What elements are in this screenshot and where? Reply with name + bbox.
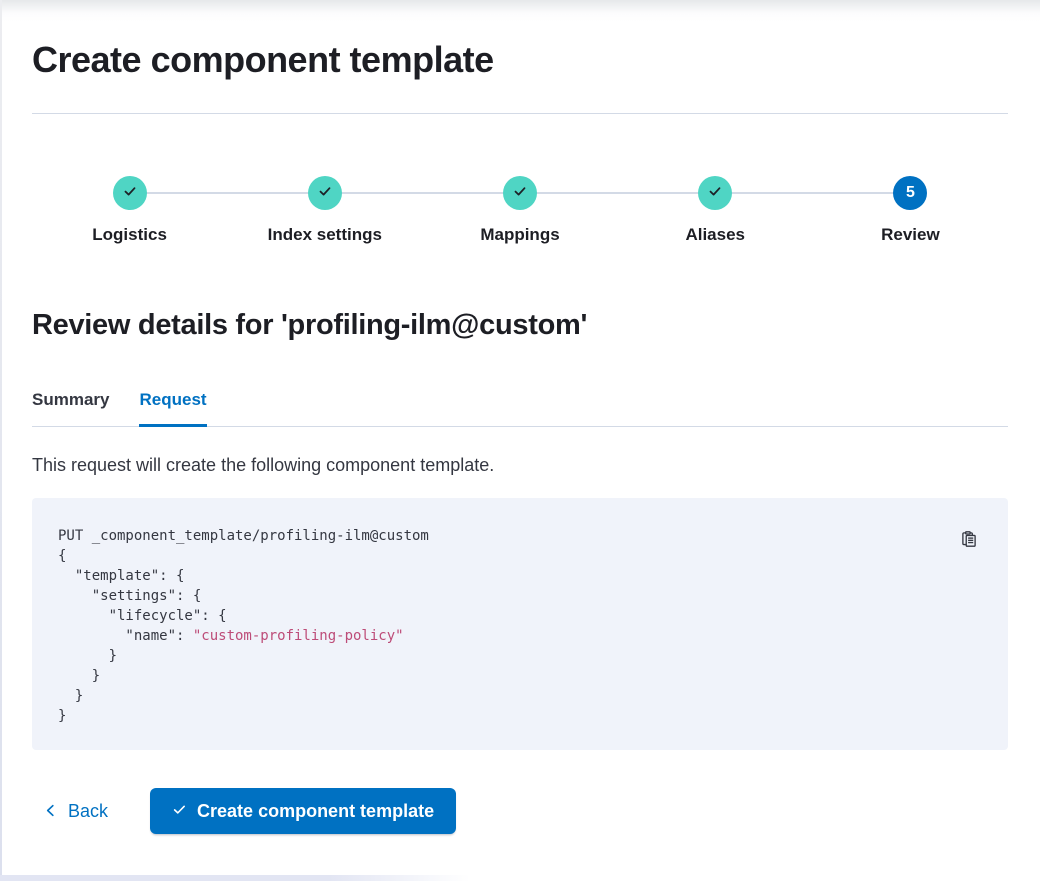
step-aliases[interactable]: Aliases (618, 176, 813, 247)
step-complete-badge (112, 176, 147, 210)
code-line: "settings": { (58, 588, 202, 604)
code-line: PUT _component_template/profiling-ilm@cu… (58, 528, 429, 544)
step-complete-badge (698, 176, 733, 210)
step-label: Index settings (267, 225, 382, 244)
create-component-template-page: Create component template Logistics Inde… (32, 39, 1008, 834)
tab-request[interactable]: Request (139, 389, 207, 427)
step-complete-badge (307, 176, 342, 210)
step-progress-bar: Logistics Index settings Mappings (32, 176, 1008, 247)
code-line: "template": { (58, 568, 185, 584)
step-number: 5 (905, 184, 915, 201)
create-button-label: Create component template (197, 800, 435, 821)
back-button-label: Back (68, 801, 109, 821)
code-line: } (58, 688, 84, 704)
step-mappings[interactable]: Mappings (422, 176, 617, 247)
step-label: Logistics (92, 225, 167, 244)
step-index-settings[interactable]: Index settings (227, 176, 422, 247)
chevron-left-icon (44, 799, 57, 823)
wizard-footer: Back Create component template (32, 788, 1008, 834)
create-component-template-button[interactable]: Create component template (150, 788, 457, 834)
step-label: Review (881, 225, 940, 244)
check-icon (317, 183, 333, 204)
code-line: } (58, 648, 118, 664)
step-review-current: 5 Review (813, 176, 1008, 247)
code-key: "name": (58, 628, 193, 644)
review-heading: Review details for 'profiling-ilm@custom… (32, 309, 588, 341)
code-line-name: "name": "custom-profiling-policy" (58, 626, 982, 646)
code-line: { (58, 548, 67, 564)
code-line: "lifecycle": { (58, 608, 227, 624)
code-line: } (58, 668, 101, 684)
panel-bottom-edge (0, 875, 470, 881)
back-button[interactable]: Back (32, 799, 120, 823)
step-label: Aliases (685, 225, 745, 244)
page-title: Create component template (32, 39, 494, 80)
check-icon (512, 183, 528, 204)
step-number-badge: 5 (893, 176, 928, 210)
step-logistics[interactable]: Logistics (32, 176, 227, 247)
panel-left-edge (0, 0, 2, 881)
step-complete-badge (503, 176, 537, 210)
check-icon (707, 183, 723, 204)
step-label: Mappings (480, 225, 560, 244)
tab-summary[interactable]: Summary (32, 390, 110, 409)
request-code: PUT _component_template/profiling-ilm@cu… (58, 526, 982, 726)
check-icon (122, 183, 138, 204)
title-divider (32, 113, 1008, 114)
review-tabs: Summary Request (32, 389, 1008, 427)
code-string-value: "custom-profiling-policy" (192, 628, 404, 644)
check-icon (172, 801, 187, 822)
code-line: } (58, 708, 67, 724)
copy-clipboard-icon[interactable] (958, 528, 980, 550)
request-code-block: PUT _component_template/profiling-ilm@cu… (32, 498, 1008, 750)
request-description: This request will create the following c… (32, 455, 495, 475)
